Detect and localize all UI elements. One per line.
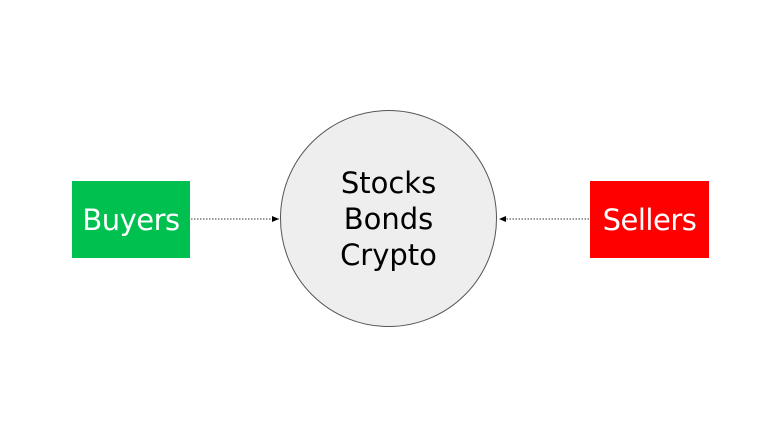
buyers-node: Buyers	[72, 181, 190, 258]
sellers-node: Sellers	[590, 181, 709, 258]
buyers-label: Buyers	[82, 202, 180, 237]
market-node: Stocks Bonds Crypto	[280, 110, 497, 327]
market-item-crypto: Crypto	[340, 237, 437, 272]
sellers-label: Sellers	[602, 202, 697, 237]
market-item-stocks: Stocks	[340, 165, 437, 200]
market-item-bonds: Bonds	[343, 201, 434, 236]
